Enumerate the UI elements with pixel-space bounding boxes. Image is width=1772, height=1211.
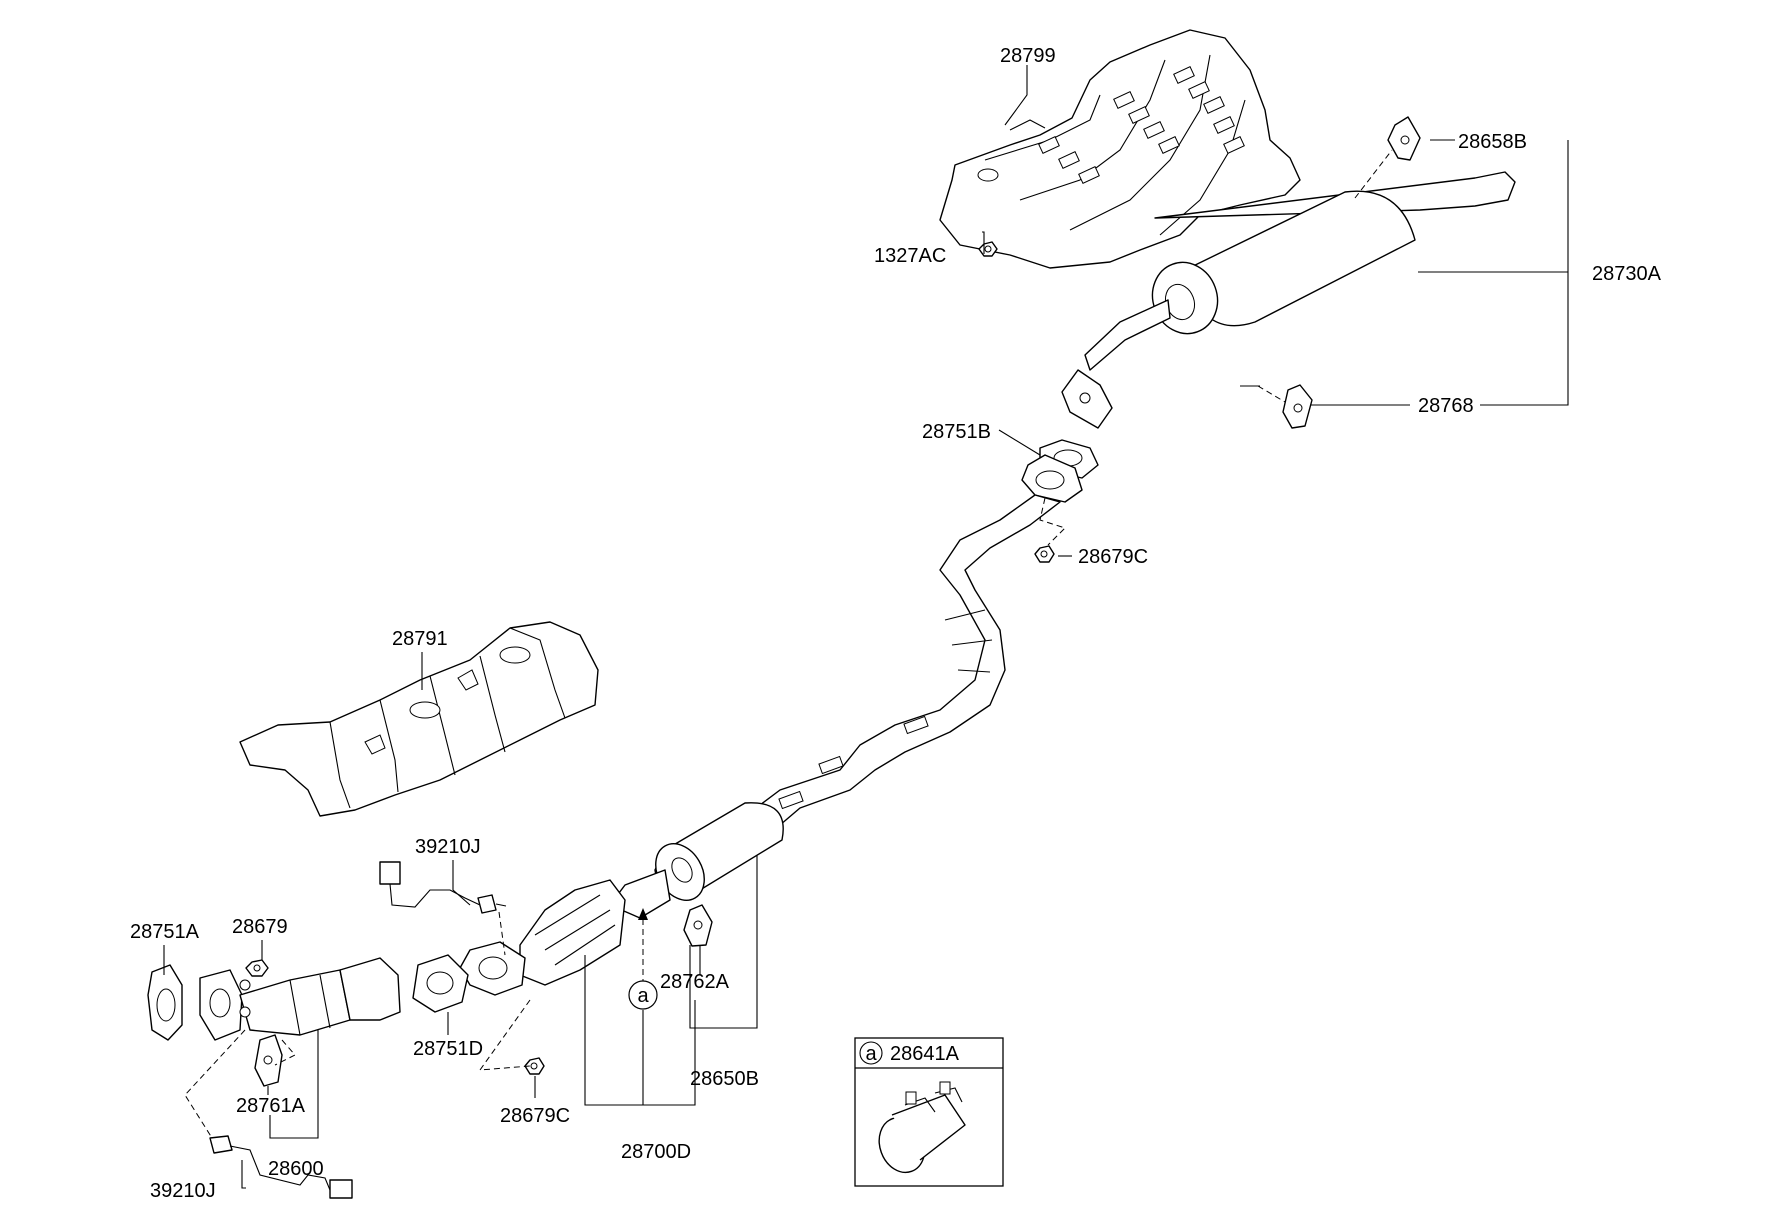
- label-28600: 28600: [268, 1158, 324, 1180]
- nut-guide-upper: [1039, 497, 1066, 546]
- hanger-guide-front: [274, 1039, 296, 1066]
- clamp-inset: a 28641A: [854, 1037, 1004, 1187]
- nut-28679C-upper: [1034, 545, 1055, 563]
- front-pipe: [199, 957, 401, 1041]
- oxygen-sensor-upper: [379, 861, 507, 914]
- front-muffler: [609, 802, 784, 947]
- clamp-marker: a: [628, 980, 658, 1010]
- label-39210J-lower: 39210J: [150, 1180, 216, 1202]
- hanger-28761A: [254, 1034, 283, 1087]
- nut-28679C-lower: [524, 1057, 545, 1075]
- main-muffler: [1061, 171, 1516, 429]
- leader-lines: [163, 65, 1569, 1189]
- center-pipe: [699, 454, 1083, 861]
- part-labels: 28799 28658B 1327AC 28730A 28751B 28768 …: [130, 45, 1662, 1202]
- rear-heat-shield: [939, 29, 1301, 269]
- label-28751B: 28751B: [922, 421, 991, 443]
- hanger-guide-lower: [1257, 385, 1286, 403]
- sensor-guide-upper: [498, 911, 506, 956]
- label-28762A: 28762A: [660, 971, 730, 993]
- label-28730A: 28730A: [1592, 263, 1662, 285]
- label-28650B: 28650B: [690, 1068, 759, 1090]
- label-28761A: 28761A: [236, 1095, 306, 1117]
- front-heat-shield: [239, 621, 599, 817]
- clamp-28641A: [878, 1081, 966, 1174]
- nut-28679: [245, 959, 269, 977]
- inset-part-label: 28641A: [890, 1043, 960, 1065]
- nut-guide-lower: [478, 999, 531, 1071]
- label-28751A: 28751A: [130, 921, 200, 943]
- label-28700D: 28700D: [621, 1141, 691, 1163]
- label-28791: 28791: [392, 628, 448, 650]
- hanger-guide-upper: [1354, 149, 1393, 199]
- gasket-28751D: [412, 954, 469, 1013]
- label-1327AC: 1327AC: [874, 245, 946, 267]
- label-28679: 28679: [232, 916, 288, 938]
- label-39210J-upper: 39210J: [415, 836, 481, 858]
- sensor-guide-lower: [184, 1029, 246, 1139]
- label-28799: 28799: [1000, 45, 1056, 67]
- label-28751D: 28751D: [413, 1038, 483, 1060]
- hanger-28768: [1282, 384, 1313, 429]
- clamp-guide-arrow: [638, 908, 648, 920]
- label-28768: 28768: [1418, 395, 1474, 417]
- hanger-28658B: [1387, 116, 1421, 161]
- oxygen-sensor-lower: [209, 1135, 353, 1199]
- label-28679C-lower: 28679C: [500, 1105, 570, 1127]
- clamp-marker-label: a: [637, 985, 649, 1007]
- gasket-28751A: [147, 964, 183, 1041]
- inset-marker-label: a: [865, 1043, 877, 1065]
- catalytic-converter: [459, 879, 626, 996]
- label-28679C-upper: 28679C: [1078, 546, 1148, 568]
- label-28658B: 28658B: [1458, 131, 1527, 153]
